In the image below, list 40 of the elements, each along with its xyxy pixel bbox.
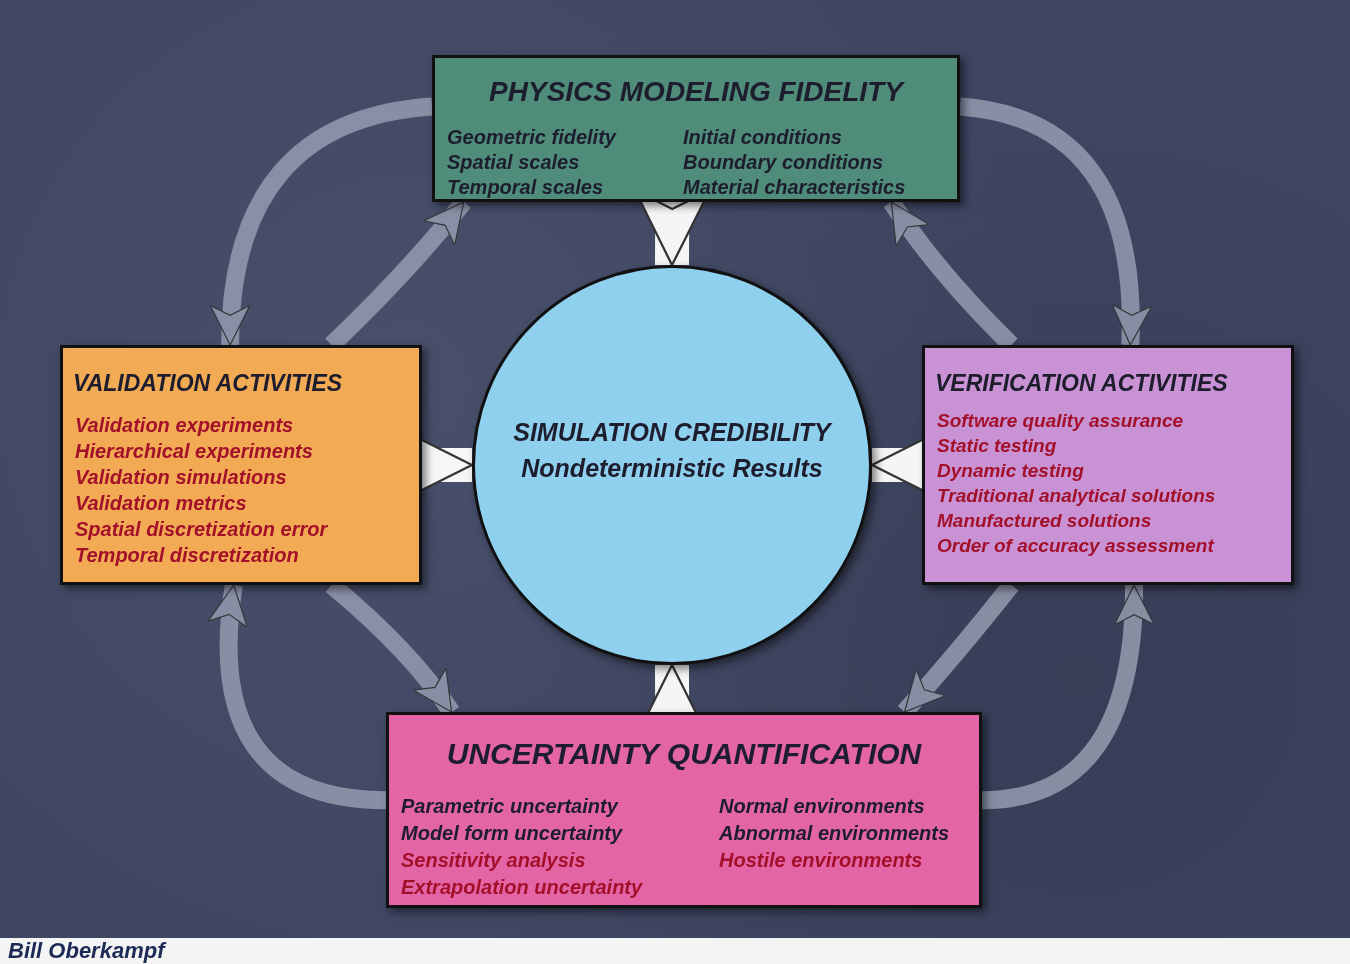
category-box (432, 55, 960, 202)
box-title: PHYSICS MODELING FIDELITY (488, 76, 906, 109)
circle-subtitle: Nondeterministic Results (520, 454, 824, 483)
list-item: Validation experiments (75, 414, 294, 437)
list-item: Temporal discretization (75, 544, 299, 567)
list-item: Hostile environments (719, 849, 923, 872)
category-box (60, 345, 422, 585)
list-item: Sensitivity analysis (401, 849, 586, 872)
curved-arrow (981, 584, 1154, 810)
list-item: Normal environments (719, 795, 925, 818)
list-item: Order of accuracy assessment (937, 535, 1214, 557)
list-item: Dynamic testing (937, 460, 1084, 482)
category-box (386, 712, 982, 908)
list-item: Static testing (937, 435, 1057, 457)
box-title: VERIFICATION ACTIVITIES (935, 370, 1228, 397)
curved-arrow (211, 97, 434, 346)
list-item: Software quality assurance (937, 410, 1184, 432)
list-item: Geometric fidelity (447, 126, 616, 149)
list-item: Temporal scales (447, 176, 603, 199)
curved-arrow (208, 583, 387, 810)
list-item: Parametric uncertainty (401, 795, 618, 818)
box-title: UNCERTAINTY QUANTIFICATION (445, 737, 923, 772)
category-box (922, 345, 1294, 585)
author-credit: Bill Oberkampf (8, 938, 165, 964)
curved-arrow (958, 97, 1152, 346)
list-item: Abnormal environments (719, 822, 950, 845)
list-item: Validation metrics (75, 492, 247, 515)
list-item: Hierarchical experiments (75, 440, 313, 463)
list-item: Validation simulations (75, 466, 287, 489)
list-item: Manufactured solutions (937, 510, 1152, 532)
list-item: Spatial scales (447, 151, 580, 174)
box-title: VALIDATION ACTIVITIES (73, 370, 343, 397)
list-item: Extrapolation uncertainty (401, 876, 643, 899)
circle-title: SIMULATION CREDIBILITY (512, 418, 834, 447)
list-item: Initial conditions (683, 126, 842, 149)
list-item: Boundary conditions (683, 151, 883, 174)
list-item: Traditional analytical solutions (937, 485, 1216, 507)
list-item: Material characteristics (683, 176, 906, 199)
list-item: Spatial discretization error (75, 518, 328, 541)
list-item: Model form uncertainty (401, 822, 623, 845)
